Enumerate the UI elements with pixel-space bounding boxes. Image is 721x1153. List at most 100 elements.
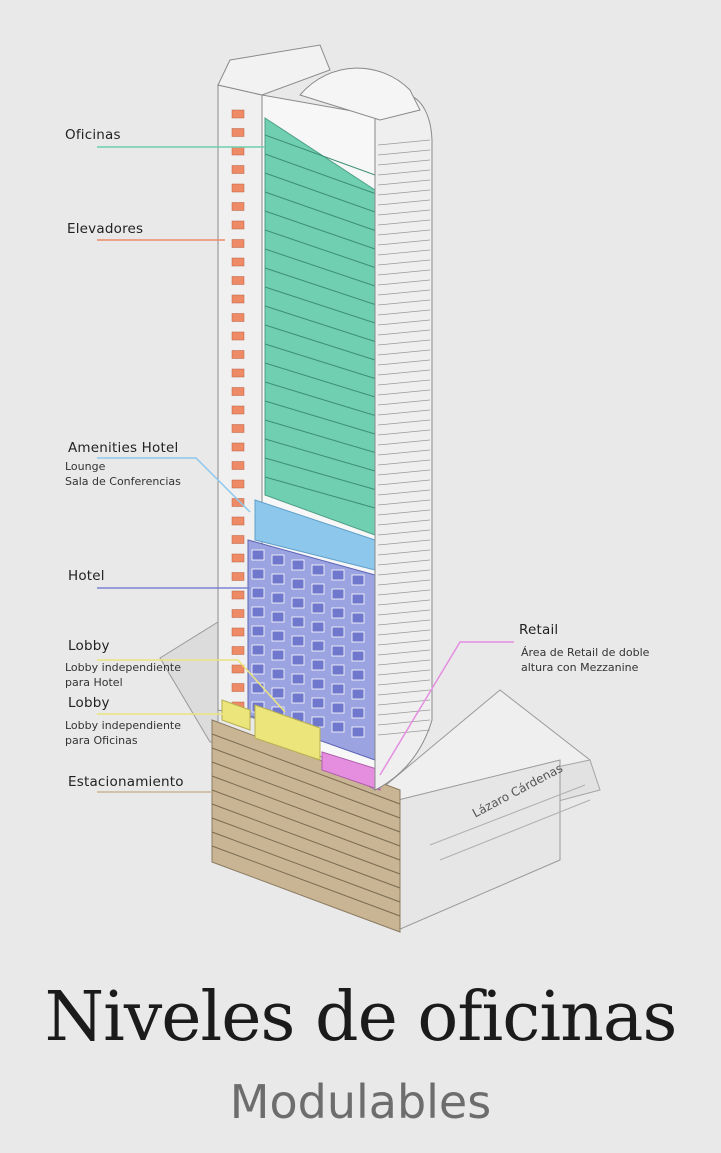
office-floor-line — [264, 267, 376, 305]
hotel-room — [331, 683, 345, 695]
elevator-mark — [231, 405, 245, 415]
label-amenities-title: Amenities Hotel — [68, 440, 179, 456]
parking-floor-line — [211, 775, 401, 847]
label-lobby-oficinas-line1: Lobby independiente — [65, 719, 181, 732]
facade-line — [377, 459, 431, 466]
elevator-mark — [231, 202, 245, 211]
elevator-mark — [231, 109, 245, 119]
hotel-room — [311, 602, 325, 614]
elevator-mark — [231, 646, 245, 655]
facade-line — [377, 469, 431, 476]
facade-line — [377, 609, 431, 616]
hotel-room — [291, 597, 305, 609]
parking-floor-line — [211, 733, 401, 805]
facade-line — [377, 679, 431, 686]
elevator-mark — [231, 627, 245, 637]
elevator-mark — [231, 239, 245, 248]
leader-amenities — [97, 457, 251, 513]
facade-line — [377, 449, 431, 456]
office-floor-line — [264, 153, 376, 194]
facade-line — [377, 319, 431, 326]
parking-floor-line — [211, 747, 401, 819]
label-oficinas: Oficinas — [65, 127, 121, 143]
label-retail-title: Retail — [519, 622, 559, 638]
facade-line — [377, 479, 431, 486]
hotel-room — [271, 649, 285, 661]
facade-line — [377, 589, 431, 596]
office-floor-line — [264, 134, 376, 176]
office-floor-line — [264, 324, 376, 361]
facade-floor-lines — [377, 139, 431, 736]
parking-floor-lines — [211, 733, 401, 917]
hotel-room — [271, 573, 285, 585]
facade-line — [377, 279, 431, 286]
facade-line — [377, 659, 431, 666]
hotel-room — [331, 664, 345, 676]
facade-line — [377, 629, 431, 636]
hotel-room — [351, 593, 365, 605]
elevator-mark — [231, 350, 245, 359]
facade-line — [377, 189, 431, 196]
office-floor-line — [264, 419, 376, 453]
elevator-mark — [231, 609, 245, 618]
parking-floor-line — [211, 803, 401, 875]
facade-line — [377, 399, 431, 406]
label-retail-line1: Área de Retail de doble — [521, 646, 650, 659]
office-floor-line — [264, 191, 376, 231]
hotel-room — [251, 682, 265, 694]
facade-line — [377, 349, 431, 356]
hotel-room — [251, 625, 265, 637]
elevator-mark — [231, 220, 245, 230]
facade-line — [377, 139, 431, 146]
facade-line — [377, 209, 431, 216]
hotel-room — [291, 559, 305, 571]
hotel-room — [291, 616, 305, 628]
office-floor-line — [264, 362, 376, 398]
lobby-hotel-zone — [254, 704, 321, 761]
hotel-room — [291, 654, 305, 666]
facade-line — [377, 329, 431, 336]
hotel-room — [291, 578, 305, 590]
hotel-room — [331, 645, 345, 657]
office-floor-line — [264, 210, 376, 250]
office-floor-line — [264, 305, 376, 342]
hotel-room — [331, 721, 345, 733]
label-estacionamiento: Estacionamiento — [68, 774, 184, 790]
facade-line — [377, 529, 431, 536]
facade-line — [377, 539, 431, 546]
office-floor-line — [264, 381, 376, 416]
facade-line — [377, 649, 431, 656]
elevator-mark — [231, 387, 245, 396]
hotel-room — [351, 574, 365, 586]
facade-line — [377, 549, 431, 556]
hotel-room — [331, 702, 345, 714]
parking-floor-line — [211, 761, 401, 833]
hotel-room — [311, 659, 325, 671]
label-hotel: Hotel — [68, 568, 105, 584]
facade-line — [377, 729, 431, 736]
elevator-mark — [231, 276, 245, 285]
elevator-mark — [231, 442, 245, 452]
hotel-room — [311, 564, 325, 576]
facade-line — [377, 619, 431, 626]
facade-line — [377, 429, 431, 436]
elevator-mark — [231, 146, 245, 156]
office-floor-line — [264, 476, 376, 509]
parking-floor-line — [211, 817, 401, 889]
page-title: Niveles de oficinas — [44, 978, 678, 1057]
facade-line — [377, 149, 431, 156]
elevator-mark — [231, 368, 245, 378]
elevator-mark — [231, 257, 245, 267]
roof — [217, 44, 331, 96]
office-floor-line — [264, 438, 376, 472]
retail-zone — [321, 751, 381, 791]
hotel-room — [311, 583, 325, 595]
facade-line — [377, 259, 431, 266]
facade-line — [377, 339, 431, 346]
facade-line — [377, 569, 431, 576]
hotel-room — [331, 607, 345, 619]
hotel-room — [251, 663, 265, 675]
hotel-room — [271, 592, 285, 604]
hotel-room — [251, 644, 265, 656]
elevator-mark — [231, 683, 245, 692]
